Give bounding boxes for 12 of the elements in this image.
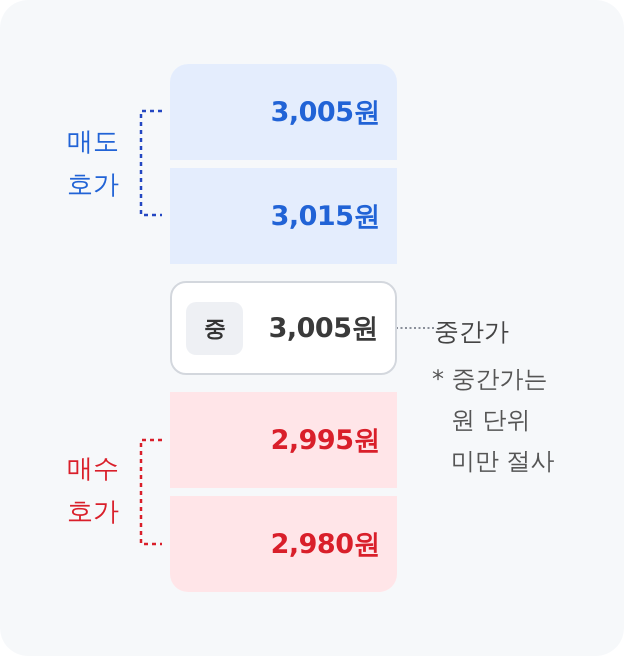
price-text: 3,005원 [268, 312, 378, 346]
price-text: 2,995원 [270, 424, 380, 458]
mid-price-card [170, 281, 397, 375]
mid-tag: 중 [186, 302, 243, 355]
buy-side-label: 매수 호가 [67, 453, 120, 529]
price-text: 3,005원 [270, 96, 380, 130]
sell-side-label: 매도 호가 [67, 126, 120, 202]
footnote: * 중간가는 원 단위 미만 절사 [432, 364, 556, 477]
mid-price-label: 중간가 [434, 310, 524, 352]
leader-line [397, 327, 434, 329]
price-text: 3,015원 [270, 200, 380, 234]
price-text: 2,980원 [270, 528, 380, 562]
